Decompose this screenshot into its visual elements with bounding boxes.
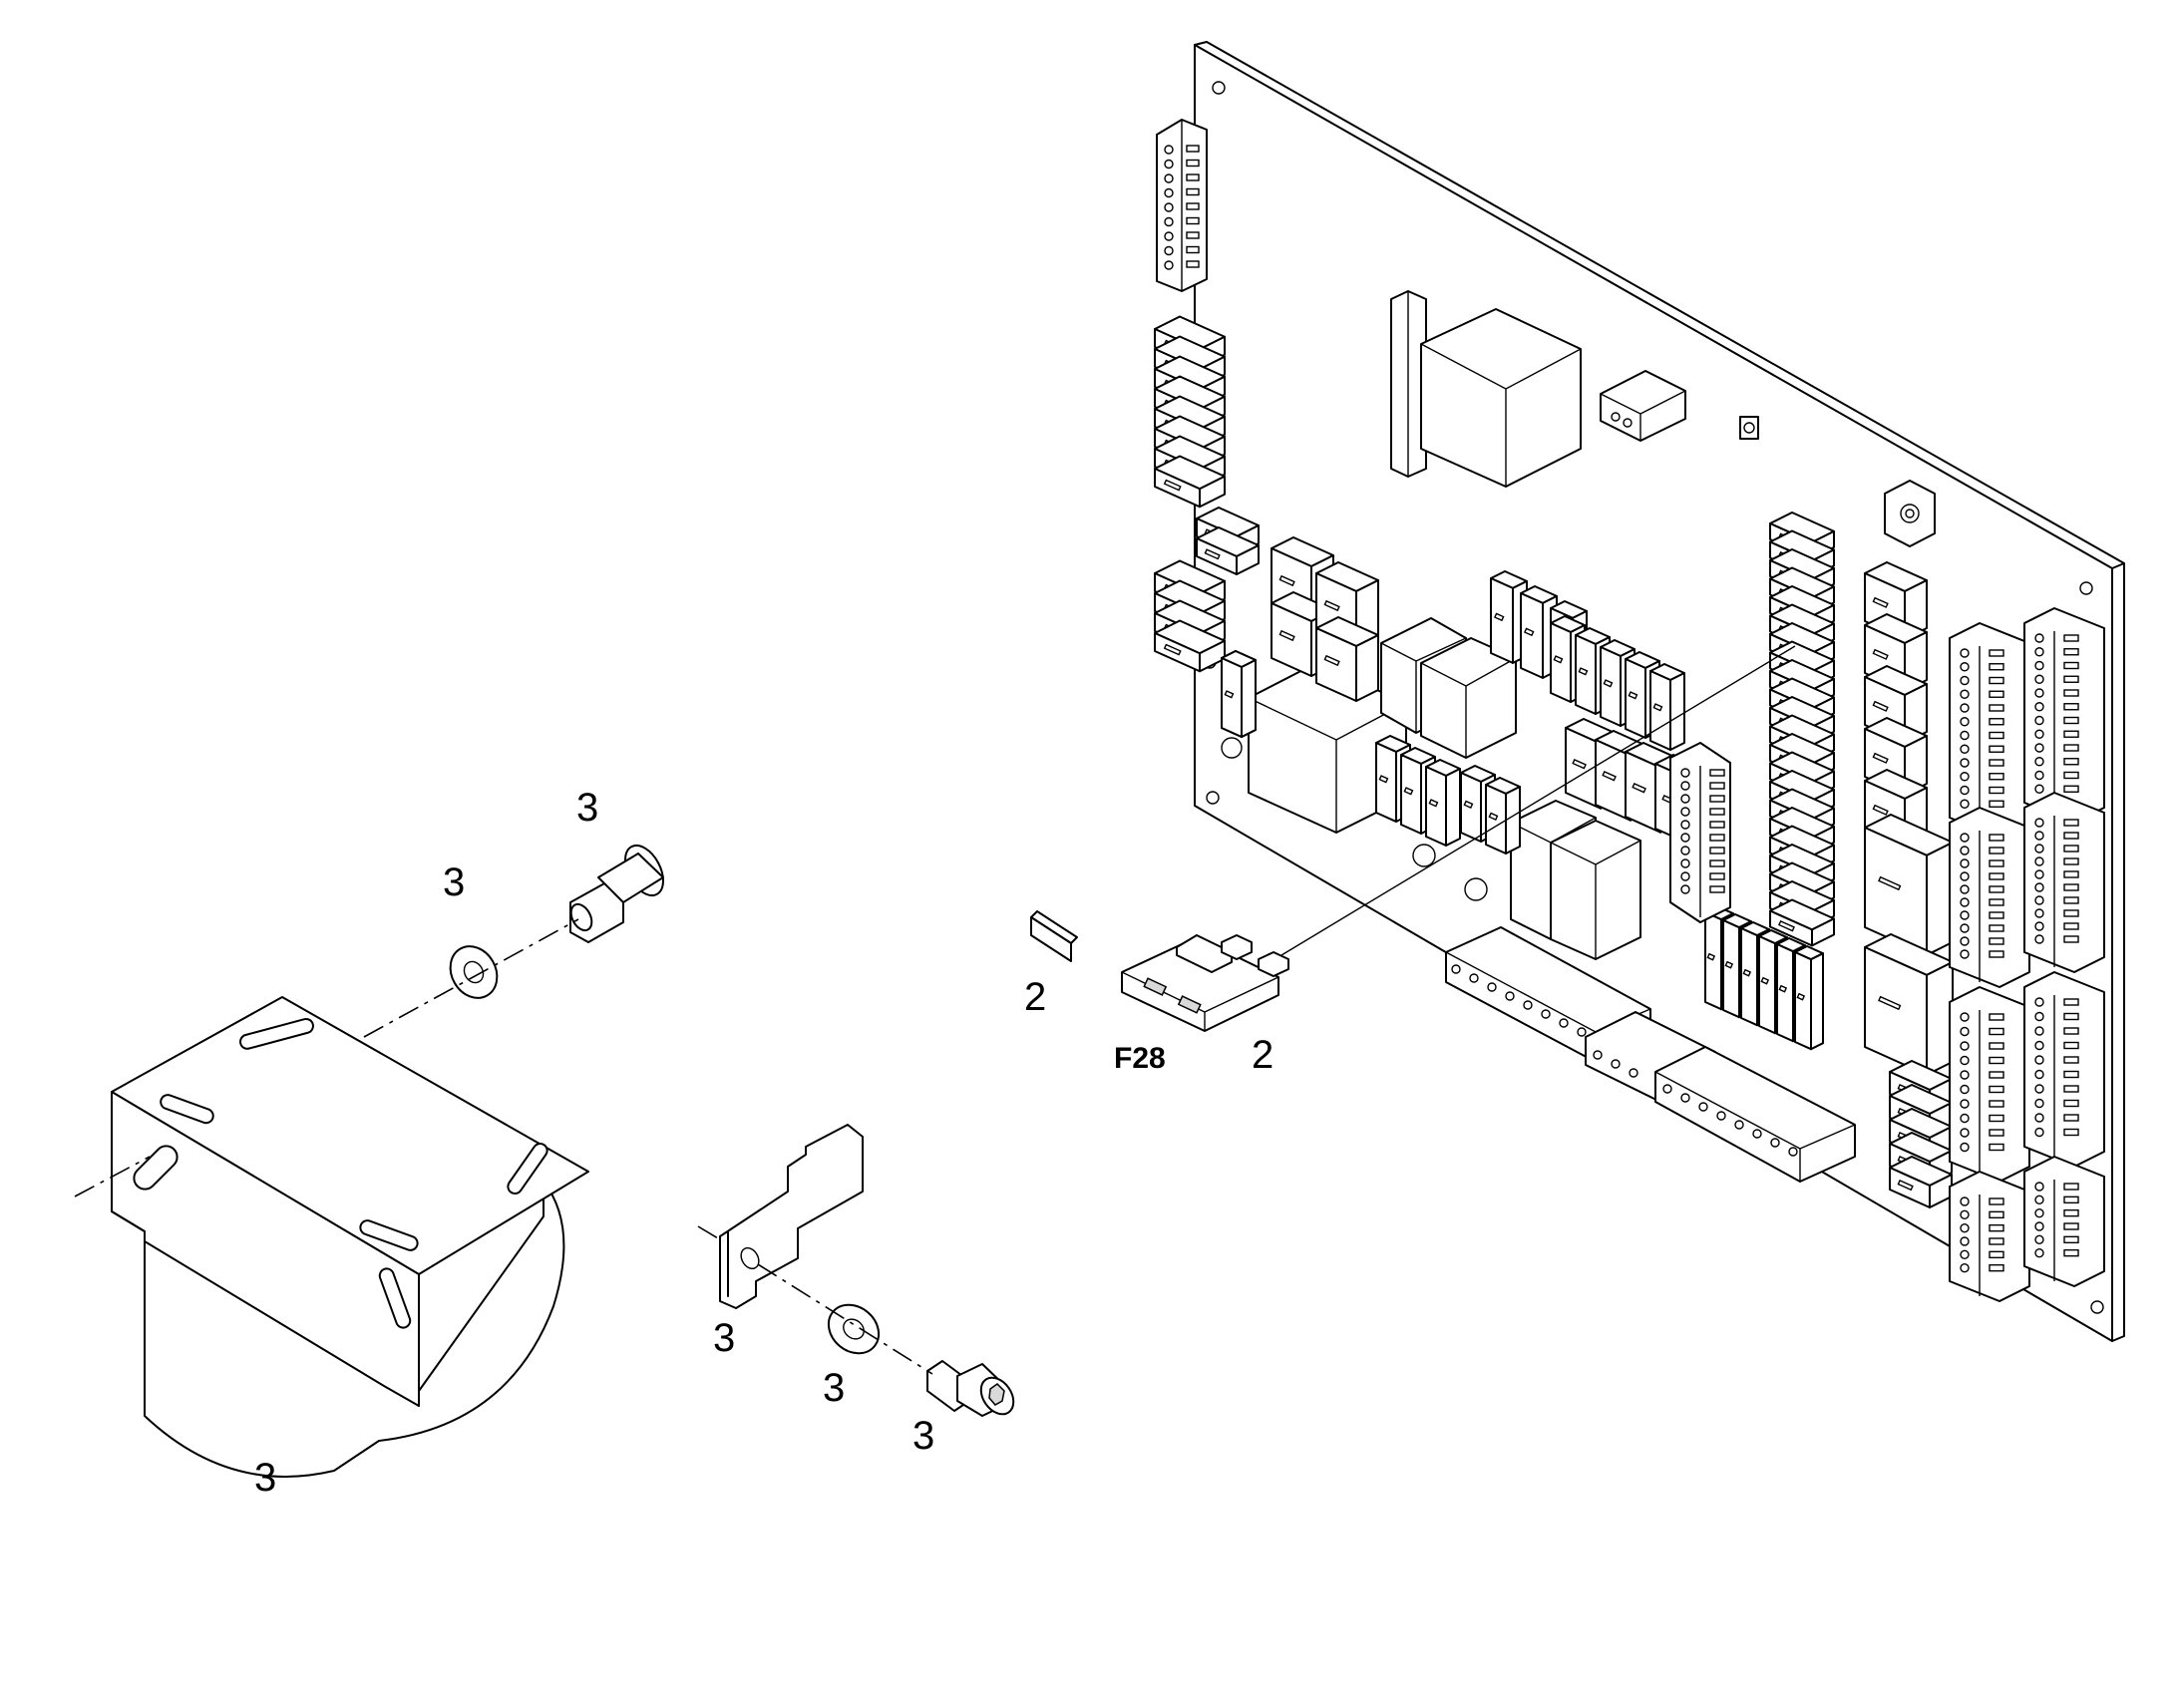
fuse-designator-label: F28 — [1114, 1042, 1166, 1075]
mounting-hole — [1206, 791, 1220, 805]
board-post — [1739, 416, 1759, 440]
terminal-strip-bottom — [1445, 926, 1856, 1183]
mounting-hole — [2090, 1300, 2104, 1314]
terminal-blocks-right — [1669, 607, 2105, 1302]
callout-bracket: 3 — [713, 1316, 736, 1360]
center-line — [697, 1225, 724, 1242]
callout-washer-top: 3 — [443, 860, 466, 904]
blade-fuse — [1121, 645, 1796, 1032]
relay-upper — [1390, 290, 1582, 488]
cap-screw-top — [569, 845, 664, 943]
mounting-hole — [1212, 81, 1226, 95]
center-line — [363, 918, 579, 1038]
center-line — [74, 1156, 151, 1197]
callout-fuse-label: 2 — [1024, 975, 1047, 1019]
callout-fuse: 2 — [1252, 1033, 1274, 1077]
washer-top — [449, 945, 499, 999]
relay-middle — [1380, 617, 1517, 759]
callout-screw-top: 3 — [576, 786, 599, 830]
callout-cover: 3 — [254, 1456, 277, 1500]
leader-line — [1280, 645, 1796, 956]
mounting-bracket — [719, 1124, 864, 1309]
board-post — [1884, 480, 1936, 547]
cap-screw-bottom — [926, 1360, 1015, 1417]
fuse-holder-banks — [1221, 512, 1954, 1208]
fuse-label-tag — [1030, 910, 1078, 962]
washer-bottom — [827, 1303, 881, 1355]
small-connector — [1600, 370, 1686, 442]
center-line — [757, 1263, 933, 1375]
mounting-hole — [2079, 581, 2093, 595]
terminal-strip-top-left — [1156, 119, 1208, 292]
callout-washer-bottom: 3 — [823, 1366, 846, 1410]
relay-pair — [1412, 800, 1641, 960]
connector-stack-left — [1154, 315, 1260, 673]
cover-housing — [111, 996, 589, 1478]
callout-screw-bottom: 3 — [912, 1414, 935, 1458]
